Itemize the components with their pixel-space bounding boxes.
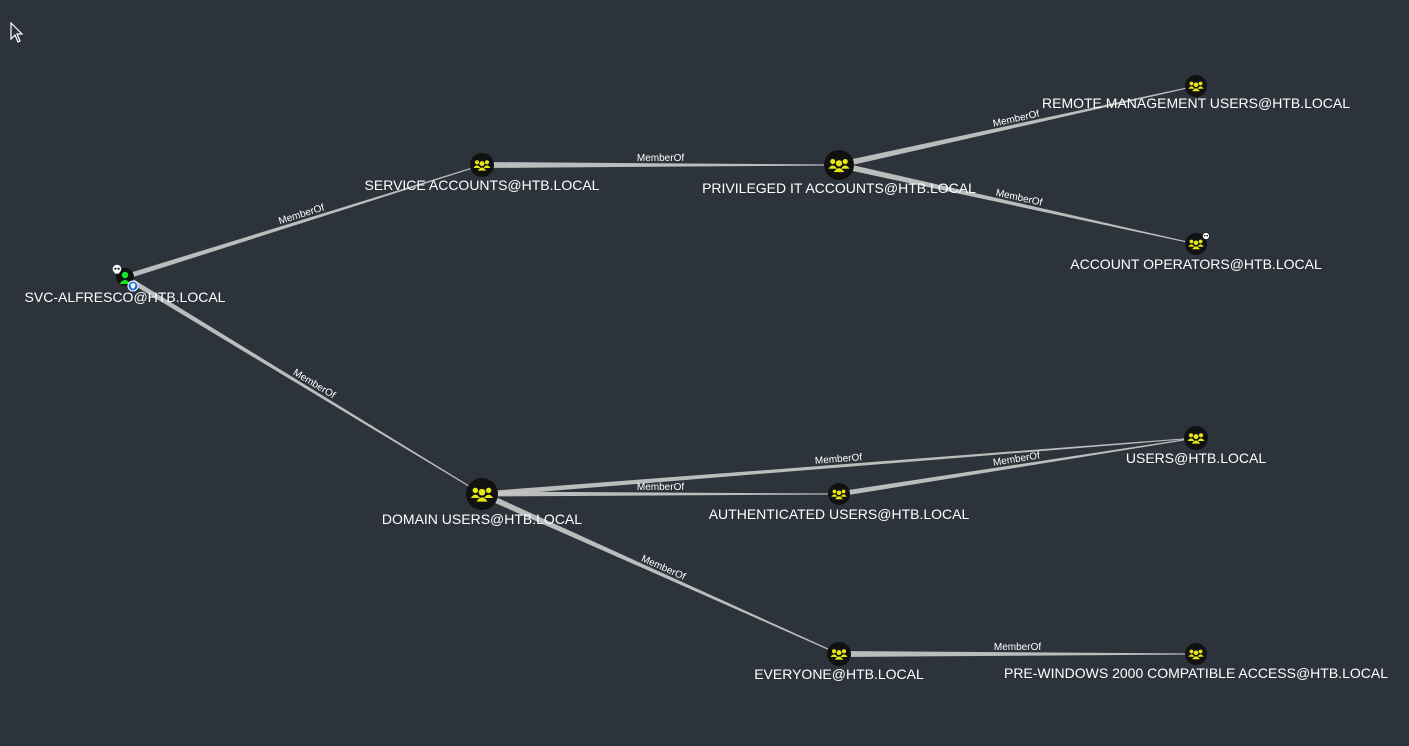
node-privileged-it-accounts[interactable]: PRIVILEGED IT ACCOUNTS@HTB.LOCAL bbox=[702, 150, 976, 196]
group-icon bbox=[1185, 75, 1207, 97]
edge-label: MemberOf bbox=[637, 482, 684, 493]
group-icon bbox=[470, 153, 494, 177]
node-pre-windows-2000[interactable]: PRE-WINDOWS 2000 COMPATIBLE ACCESS@HTB.L… bbox=[1004, 643, 1388, 681]
node-account-operators[interactable]: ACCOUNT OPERATORS@HTB.LOCAL bbox=[1070, 231, 1322, 272]
node-remote-management-users[interactable]: REMOTE MANAGEMENT USERS@HTB.LOCAL bbox=[1042, 75, 1350, 111]
edges-layer bbox=[123, 85, 1197, 657]
edge-domain-users-to-users[interactable] bbox=[481, 437, 1196, 497]
group-icon bbox=[466, 478, 498, 510]
node-service-accounts[interactable]: SERVICE ACCOUNTS@HTB.LOCAL bbox=[365, 153, 600, 193]
high-value-badge-icon bbox=[1202, 231, 1211, 240]
node-label: DOMAIN USERS@HTB.LOCAL bbox=[382, 511, 582, 527]
group-icon bbox=[1184, 426, 1208, 450]
node-label: AUTHENTICATED USERS@HTB.LOCAL bbox=[709, 506, 970, 522]
node-label: SERVICE ACCOUNTS@HTB.LOCAL bbox=[365, 177, 600, 193]
edge-privileged-it-accounts-to-account-operators[interactable] bbox=[838, 162, 1197, 245]
edge-svc-alfresco-to-domain-users[interactable] bbox=[123, 274, 483, 495]
edge-label: MemberOf bbox=[637, 153, 684, 164]
edge-label: MemberOf bbox=[815, 452, 863, 467]
edge-service-accounts-to-privileged-it-accounts[interactable] bbox=[482, 162, 839, 168]
group-icon bbox=[1185, 233, 1207, 255]
edge-domain-users-to-authenticated-users[interactable] bbox=[482, 491, 839, 497]
mouse-pointer-icon bbox=[10, 22, 24, 43]
group-icon bbox=[828, 483, 850, 505]
node-authenticated-users[interactable]: AUTHENTICATED USERS@HTB.LOCAL bbox=[709, 483, 970, 522]
node-label: SVC-ALFRESCO@HTB.LOCAL bbox=[25, 289, 226, 305]
edge-domain-users-to-everyone[interactable] bbox=[480, 491, 840, 655]
node-svc-alfresco[interactable]: SVC-ALFRESCO@HTB.LOCAL bbox=[25, 264, 226, 305]
node-label: PRE-WINDOWS 2000 COMPATIBLE ACCESS@HTB.L… bbox=[1004, 665, 1388, 681]
edge-authenticated-users-to-users[interactable] bbox=[838, 437, 1197, 497]
node-domain-users[interactable]: DOMAIN USERS@HTB.LOCAL bbox=[382, 478, 582, 527]
node-label: ACCOUNT OPERATORS@HTB.LOCAL bbox=[1070, 256, 1322, 272]
group-icon bbox=[1185, 643, 1207, 665]
group-icon bbox=[827, 642, 851, 666]
user-icon bbox=[112, 264, 139, 292]
node-label: REMOTE MANAGEMENT USERS@HTB.LOCAL bbox=[1042, 95, 1350, 111]
node-label: PRIVILEGED IT ACCOUNTS@HTB.LOCAL bbox=[702, 180, 976, 196]
node-label: EVERYONE@HTB.LOCAL bbox=[754, 666, 924, 682]
node-users[interactable]: USERS@HTB.LOCAL bbox=[1126, 426, 1266, 466]
edge-privileged-it-accounts-to-remote-management-users[interactable] bbox=[838, 85, 1197, 168]
edge-label: MemberOf bbox=[277, 202, 326, 227]
edge-label: MemberOf bbox=[291, 367, 337, 401]
edge-label: MemberOf bbox=[994, 642, 1041, 653]
node-label: USERS@HTB.LOCAL bbox=[1126, 450, 1266, 466]
node-everyone[interactable]: EVERYONE@HTB.LOCAL bbox=[754, 642, 924, 682]
edge-svc-alfresco-to-service-accounts[interactable] bbox=[124, 164, 483, 280]
nodes-layer: SVC-ALFRESCO@HTB.LOCAL SERVICE ACCOUNTS@H… bbox=[25, 75, 1388, 682]
edge-everyone-to-pre-windows-2000[interactable] bbox=[839, 651, 1196, 657]
group-icon bbox=[824, 150, 854, 180]
